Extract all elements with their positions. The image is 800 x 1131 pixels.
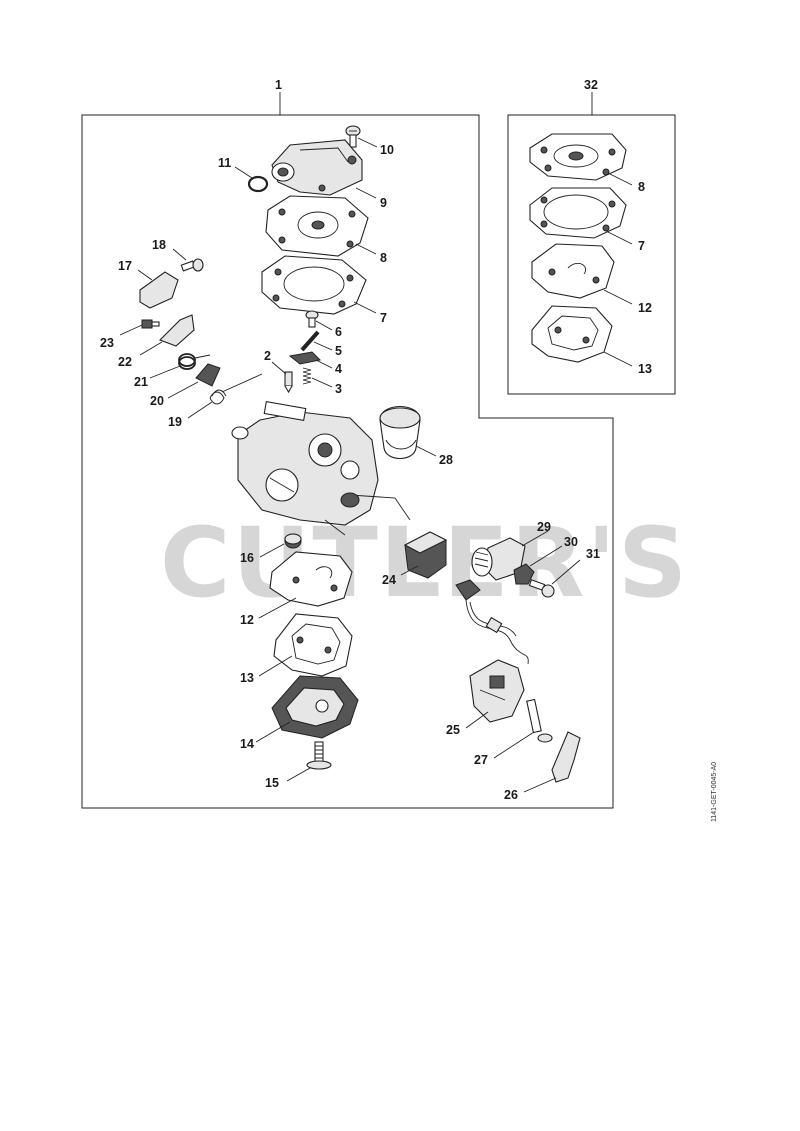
callout-26: 26 [504, 788, 518, 802]
callout-8-main: 8 [380, 251, 387, 265]
lever-part-4 [288, 351, 322, 365]
callout-10: 10 [380, 143, 394, 157]
callout-24: 24 [382, 573, 396, 587]
needle-part-2 [284, 371, 293, 394]
callout-12-kit: 12 [638, 301, 652, 315]
callout-12-main: 12 [240, 613, 254, 627]
callout-16: 16 [240, 551, 254, 565]
callout-14: 14 [240, 737, 254, 751]
block-part-20 [195, 363, 221, 387]
solenoid-part-24 [403, 531, 448, 579]
callout-21: 21 [134, 375, 148, 389]
screw-part-23 [141, 319, 160, 329]
callout-30: 30 [564, 535, 578, 549]
callout-20: 20 [150, 394, 164, 408]
callout-2: 2 [264, 349, 271, 363]
group-label-main: 1 [275, 78, 282, 92]
callout-11: 11 [218, 156, 231, 170]
main-assembly-frame: 1 [81, 78, 614, 809]
callout-19: 19 [168, 415, 182, 429]
screw-part-6 [305, 310, 319, 328]
kit-gasket-part-7 [529, 187, 627, 239]
clamp-part-26 [551, 731, 581, 783]
gasket-part-7 [261, 255, 367, 315]
gasket-part-13-main [273, 613, 353, 677]
clip-part-30 [513, 563, 535, 585]
callout-5: 5 [335, 344, 342, 358]
callout-8-kit: 8 [638, 180, 645, 194]
filter-part-16 [284, 533, 302, 549]
callout-labels: 10 11 9 8 18 17 7 6 23 5 22 2 4 21 3 20 … [100, 143, 652, 802]
callout-31: 31 [586, 547, 600, 561]
callout-15: 15 [265, 776, 279, 790]
gasket-part-12-main [269, 551, 353, 607]
housing-part-25 [469, 659, 525, 723]
o-ring-part-11 [247, 175, 269, 193]
screw-part-10 [345, 125, 361, 148]
diaphragm-part-8 [265, 195, 369, 257]
callout-13-kit: 13 [638, 362, 652, 376]
lever-part-22 [159, 314, 195, 347]
gasket-kit-frame: 32 [507, 78, 676, 395]
callout-28: 28 [439, 453, 453, 467]
torsion-spring-part-19 [209, 373, 263, 405]
callout-25: 25 [446, 723, 460, 737]
bracket-part-17 [139, 271, 179, 309]
callout-18: 18 [152, 238, 166, 252]
leader-lines [119, 137, 633, 793]
pin-part-5 [300, 330, 320, 352]
intake-cap-part-28 [379, 406, 421, 460]
callout-9: 9 [380, 196, 387, 210]
callout-7-kit: 7 [638, 239, 645, 253]
callout-6: 6 [335, 325, 342, 339]
callout-29: 29 [537, 520, 551, 534]
callout-27: 27 [474, 753, 488, 767]
callout-7-main: 7 [380, 311, 387, 325]
spring-part-3 [302, 367, 312, 385]
bolt-part-27 [526, 698, 553, 743]
callout-17: 17 [118, 259, 132, 273]
group-label-kit: 32 [584, 78, 598, 92]
callout-4: 4 [335, 362, 342, 376]
screw-part-18 [180, 258, 204, 272]
callout-3: 3 [335, 382, 342, 396]
kit-gasket-part-13 [531, 305, 613, 363]
spring-part-21 [178, 353, 211, 370]
reference-code: 1141-GET-0045-A0 [711, 762, 718, 822]
pump-cover-part-9 [271, 139, 363, 196]
kit-diaphragm-part-8 [529, 133, 627, 181]
callout-23: 23 [100, 336, 114, 350]
callout-13-main: 13 [240, 671, 254, 685]
carburetor-body [231, 400, 411, 536]
screw-part-31 [528, 579, 555, 598]
cover-part-14 [271, 675, 359, 739]
wiring-harness [455, 579, 529, 665]
callout-22: 22 [118, 355, 132, 369]
kit-gasket-part-12 [531, 243, 615, 299]
screw-part-15 [306, 741, 332, 770]
